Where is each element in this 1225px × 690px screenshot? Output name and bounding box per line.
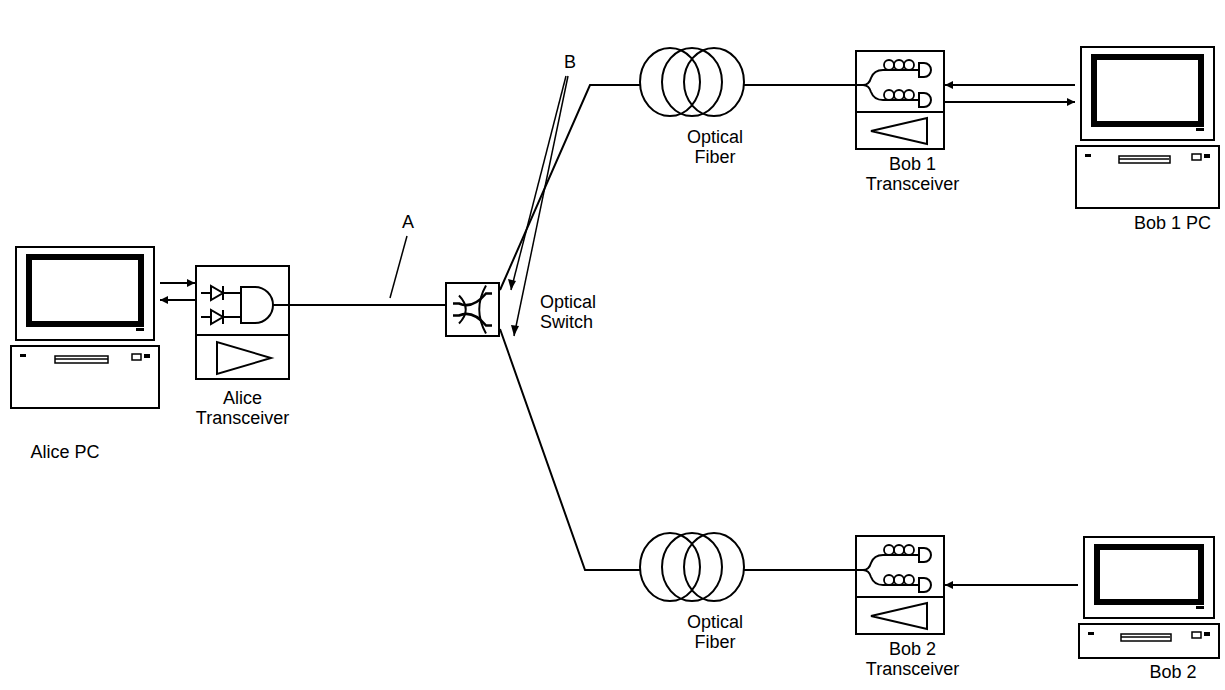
transceiver-box: Bob 2 Transceiver — [855, 535, 945, 635]
computer-icon — [1078, 535, 1220, 660]
fiber-line — [290, 304, 445, 306]
node-label: Bob 2 Transceiver — [855, 639, 970, 679]
callout-letter: A — [400, 212, 416, 232]
computer: Bob 1 PC — [1075, 45, 1220, 210]
fiber-coil: Optical Fiber — [625, 530, 760, 605]
node-label: Optical Fiber — [670, 127, 760, 167]
optical-switch: Optical Switch — [445, 282, 500, 337]
data-arrow — [945, 84, 1075, 86]
fiber-line — [760, 569, 855, 571]
computer: Bob 2 — [1078, 535, 1220, 660]
transceiver-box-icon — [855, 50, 945, 150]
fiber-line — [500, 329, 625, 570]
transceiver-box: Alice Transceiver — [195, 265, 290, 380]
node-label: Bob 2 — [1128, 662, 1218, 682]
node-label: Bob 1 PC — [1125, 213, 1220, 233]
data-arrow — [160, 282, 195, 284]
node-label: Alice Transceiver — [185, 388, 300, 428]
fiber-line — [500, 85, 625, 290]
leader-head — [508, 279, 516, 290]
node-label: Alice PC — [0, 442, 130, 462]
leader-line — [390, 236, 407, 298]
leader-line — [511, 76, 566, 290]
computer: Alice PC — [10, 245, 160, 410]
transceiver-box: Bob 1 Transceiver — [855, 50, 945, 150]
leader-head — [511, 325, 519, 336]
transceiver-box-icon — [195, 265, 290, 380]
computer-icon — [10, 245, 160, 410]
node-label: Optical Fiber — [670, 612, 760, 652]
fiber-coil: Optical Fiber — [625, 45, 760, 120]
optical-switch-icon — [445, 282, 500, 337]
data-arrow — [945, 584, 1078, 586]
fiber-coil-icon — [625, 45, 760, 120]
fiber-coil-icon — [625, 530, 760, 605]
data-arrow — [945, 101, 1075, 103]
callout-letter: B — [562, 52, 578, 72]
node-label: Bob 1 Transceiver — [855, 154, 970, 194]
computer-icon — [1075, 45, 1220, 210]
data-arrow — [160, 299, 195, 301]
node-label: Optical Switch — [540, 292, 630, 332]
transceiver-box-icon — [855, 535, 945, 635]
fiber-line — [760, 84, 855, 86]
